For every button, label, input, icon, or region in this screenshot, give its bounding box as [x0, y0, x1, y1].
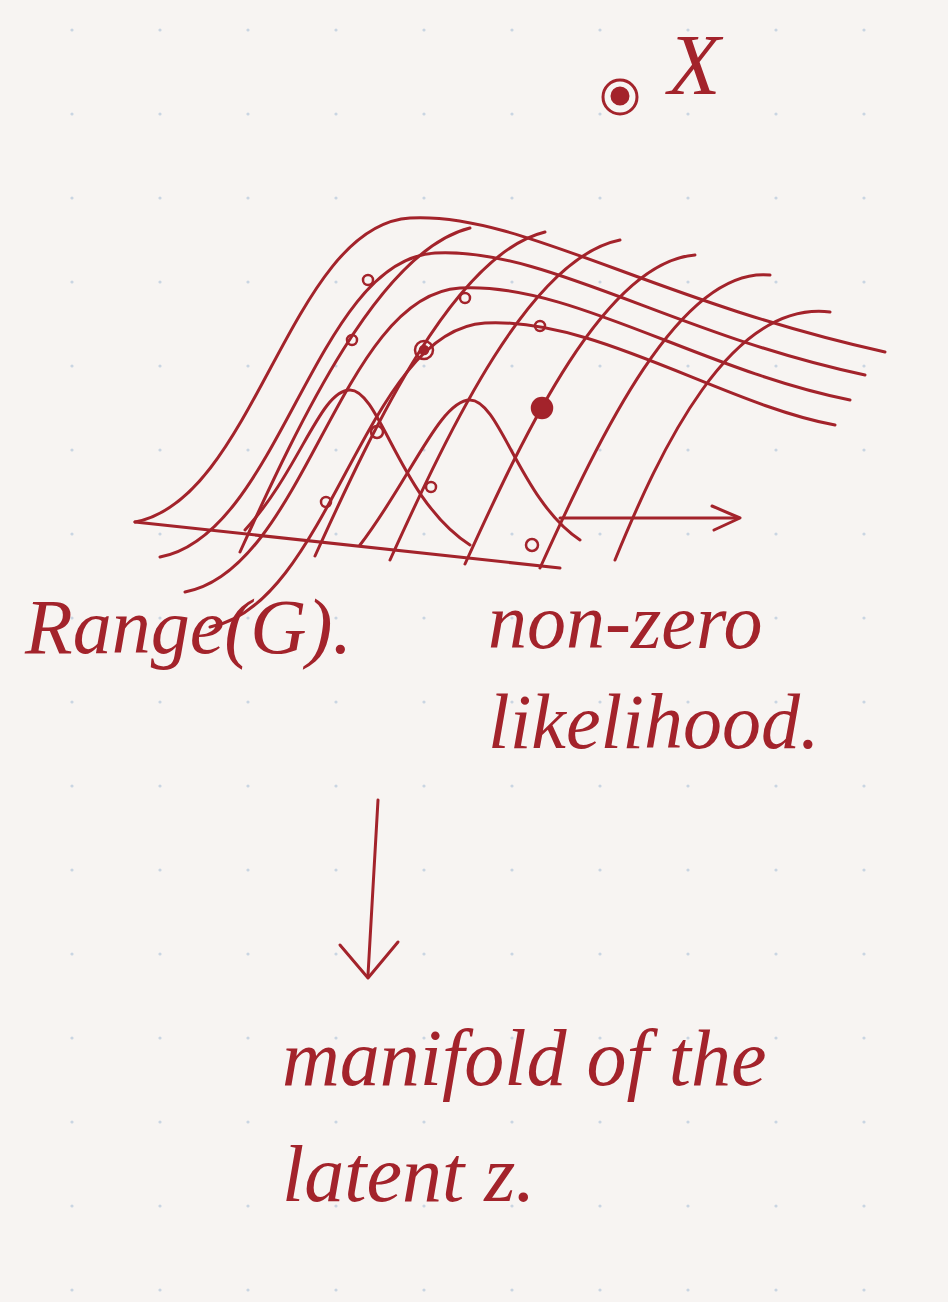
range-label: Range(G). — [25, 580, 445, 674]
point-label: X — [668, 18, 868, 113]
likelihood-note: non-zero likelihood. — [488, 572, 928, 772]
manifold-note: manifold of the latent z. — [282, 1000, 902, 1232]
